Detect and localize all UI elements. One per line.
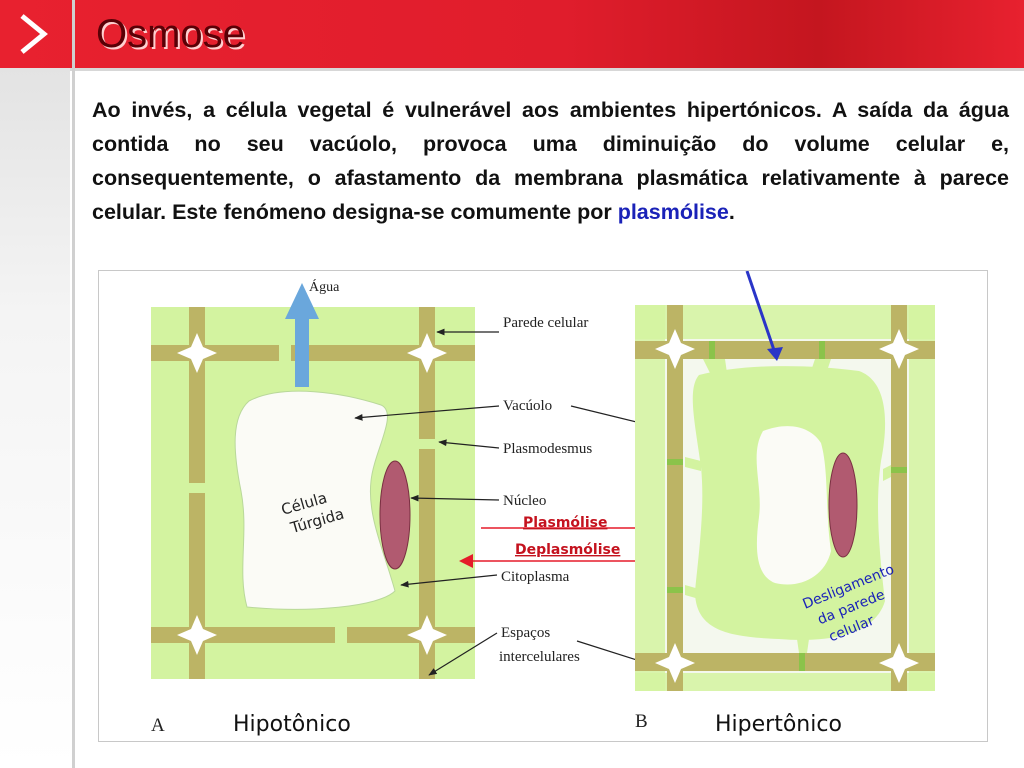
title-bar [0, 0, 1024, 68]
slide-title: Osmose [96, 12, 245, 56]
paragraph-highlight-term: plasmólise [617, 200, 729, 224]
explanation-paragraph: Ao invés, a célula vegetal é vulnerável … [92, 93, 1009, 229]
cell-b-letter: B [635, 711, 648, 732]
cell-a-letter: A [151, 715, 165, 736]
title-bar-underline [0, 68, 1024, 71]
chevron-icon [0, 0, 70, 68]
plasmolise-pointer-arrow [745, 270, 777, 354]
left-side-band [0, 68, 70, 768]
cell-b-plasmolysed [635, 305, 935, 691]
label-nucleo: Núcleo [503, 493, 546, 509]
label-espacos-line1: Espaços [501, 625, 550, 641]
osmosis-diagram: Água Célula Túrgida Parede celular Vacúo… [98, 270, 988, 742]
left-divider-line [72, 0, 75, 768]
process-forward-label: Plasmólise [523, 515, 607, 531]
plasmolise-pointer-head [767, 347, 783, 361]
label-plasmodesmus: Plasmodesmus [503, 441, 592, 457]
cell-a-caption: Hipotônico [233, 712, 351, 737]
cell-a-turgid [151, 307, 475, 679]
label-parede-celular: Parede celular [503, 315, 588, 331]
label-vacuolo: Vacúolo [503, 398, 552, 414]
paragraph-text: Ao invés, a célula vegetal é vulnerável … [92, 98, 1009, 224]
label-espacos-line2: intercelulares [499, 649, 580, 665]
structure-labels: Parede celular Vacúolo Plasmodesmus Núcl… [354, 315, 772, 676]
label-citoplasma: Citoplasma [501, 569, 570, 585]
label-agua: Água [309, 278, 340, 295]
cell-b-caption: Hipertônico [715, 712, 842, 737]
water-outflow-arrow [285, 283, 319, 387]
paragraph-end: . [728, 200, 735, 224]
process-backward-label: Deplasmólise [515, 542, 620, 558]
process-arrows: Plasmólise Deplasmólise [459, 515, 669, 568]
